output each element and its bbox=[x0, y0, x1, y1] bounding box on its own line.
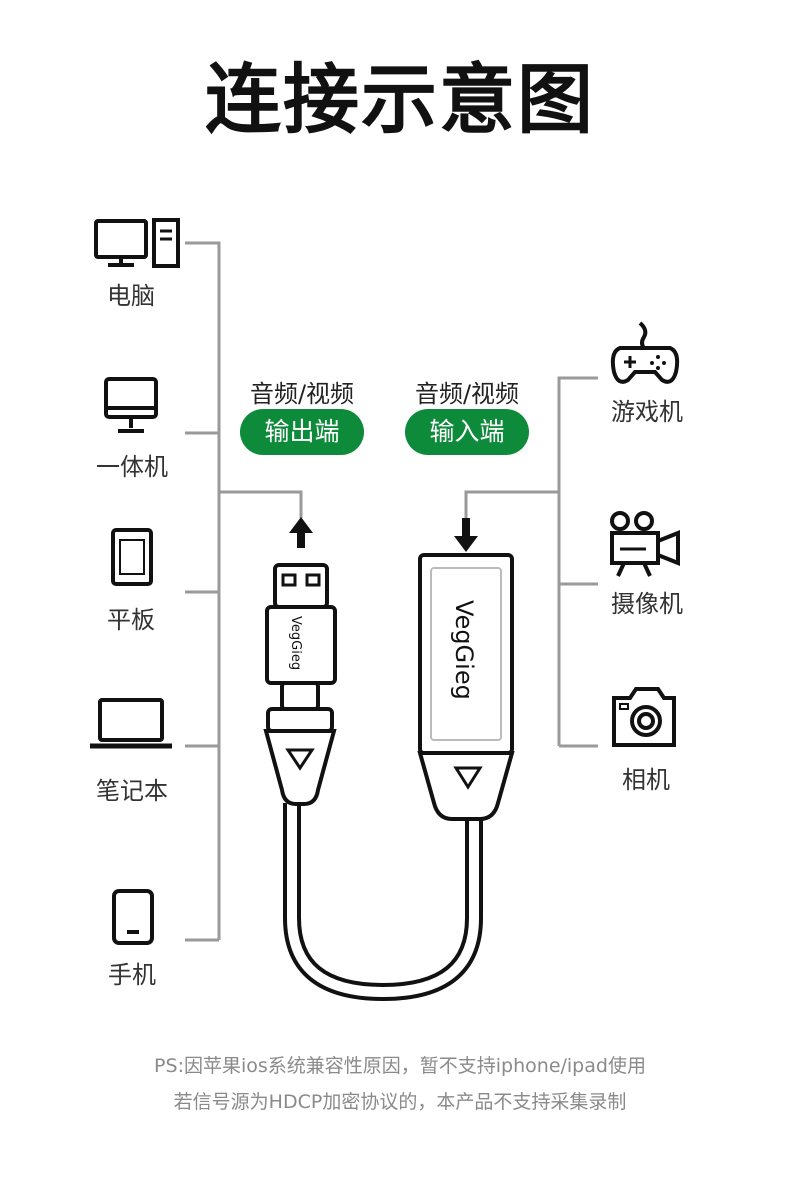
input-arrow-icon bbox=[454, 518, 478, 552]
usb-a-plug bbox=[273, 563, 329, 609]
device-label-camera: 相机 bbox=[622, 766, 670, 794]
source-label-laptop: 笔记本 bbox=[96, 777, 168, 805]
input-connector bbox=[417, 553, 515, 821]
device-label-game-console: 游戏机 bbox=[611, 398, 683, 426]
source-label-computer: 电脑 bbox=[107, 282, 155, 310]
device-label-video-camera: 摄像机 bbox=[611, 590, 683, 618]
source-label-tablet: 平板 bbox=[107, 606, 155, 634]
gamepad-icon bbox=[610, 321, 680, 384]
note-line-1: PS:因苹果ios系统兼容性原因，暂不支持iphone/ipad使用 bbox=[154, 1055, 646, 1077]
source-label-all-in-one: 一体机 bbox=[96, 453, 168, 481]
desktop-computer-icon bbox=[94, 218, 180, 268]
camera-icon bbox=[612, 687, 676, 747]
video-camera-icon bbox=[610, 511, 680, 577]
laptop-icon bbox=[90, 698, 172, 749]
input-caption: 音频/视频 bbox=[414, 380, 520, 408]
note-line-2: 若信号源为HDCP加密协议的，本产品不支持采集录制 bbox=[173, 1091, 627, 1113]
usb-cable bbox=[283, 803, 483, 1002]
output-badge: 输出端 bbox=[240, 409, 364, 455]
output-arrow-icon bbox=[289, 517, 313, 548]
page-title: 连接示意图 bbox=[205, 55, 595, 144]
all-in-one-pc-icon bbox=[104, 377, 158, 433]
phone-icon bbox=[112, 889, 154, 945]
left-connector-line bbox=[185, 241, 303, 942]
tablet-icon bbox=[111, 528, 153, 586]
usb-c-plug bbox=[263, 681, 337, 806]
right-connector-line bbox=[464, 376, 598, 748]
left-brand-text: VegGieg bbox=[288, 616, 303, 670]
right-brand-text: VegGieg bbox=[450, 600, 478, 700]
input-badge: 输入端 bbox=[405, 409, 529, 455]
output-caption: 音频/视频 bbox=[249, 380, 355, 408]
source-label-phone: 手机 bbox=[108, 961, 156, 989]
